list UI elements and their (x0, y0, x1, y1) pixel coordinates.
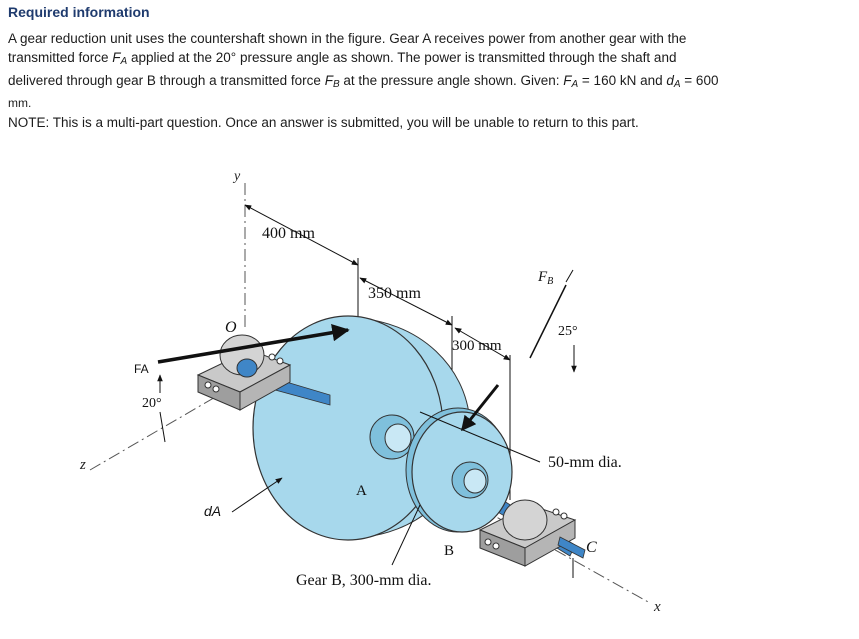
multi-part-note: NOTE: This is a multi-part question. Onc… (8, 115, 639, 130)
angle-25-label: 25° (558, 324, 578, 339)
problem-statement: Required information A gear reduction un… (8, 4, 853, 132)
x-axis-label: x (653, 599, 661, 615)
shaft-diameter-label: 50-mm dia. (548, 454, 622, 471)
dim-400-label: 400 mm (262, 225, 315, 242)
force-a-arrow (157, 323, 350, 364)
gear-b-caption: Gear B, 300-mm dia. (296, 572, 432, 589)
diameter-a-label: dA (204, 503, 221, 519)
dim-300-label: 300 mm (452, 338, 502, 354)
problem-text: A gear reduction unit uses the countersh… (8, 29, 853, 113)
force-b-label: FB (537, 269, 553, 287)
required-info-heading: Required information (8, 4, 150, 20)
z-axis-label: z (79, 457, 86, 473)
bearing-c (478, 499, 577, 567)
origin-label: O (225, 319, 237, 336)
angle-20-label: 20° (142, 396, 162, 411)
problem-line-2: transmitted force FA applied at the 20° … (8, 50, 677, 67)
problem-line-3: delivered through gear B through a trans… (8, 73, 719, 90)
force-b-arrow (529, 284, 567, 359)
problem-line-1: A gear reduction unit uses the countersh… (8, 31, 687, 46)
gear-a-label: A (356, 483, 367, 499)
countershaft-figure: z y x 400 mm 350 mm 300 mm FB 25° A B (79, 169, 661, 615)
z-axis-line (89, 377, 249, 471)
bearing-c-label: C (586, 539, 597, 556)
gear-b-label: B (444, 543, 454, 559)
force-a-label: FA (134, 362, 149, 376)
y-axis-label: y (232, 169, 241, 184)
problem-line-4: mm. (8, 96, 32, 110)
dim-350-label: 350 mm (368, 285, 421, 302)
